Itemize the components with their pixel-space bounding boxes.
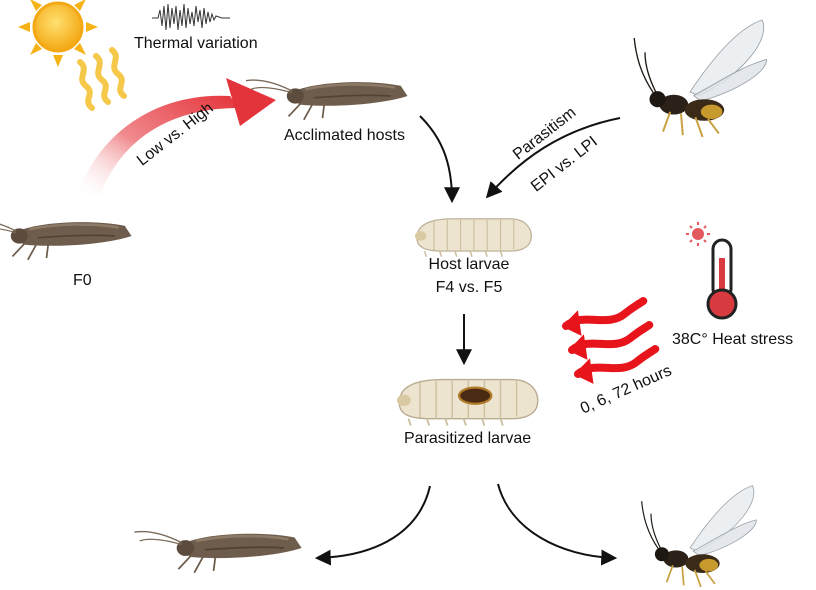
small-sun-icon [686, 222, 710, 246]
wasp-parasitoid-icon [633, 19, 768, 138]
heat-stress-label: 38C° Heat stress [672, 331, 794, 348]
f0-label: F0 [73, 272, 92, 289]
host-larvae-label: Host larvae [428, 256, 510, 273]
host-larva-icon [414, 218, 533, 258]
arrow-to-wasp [497, 483, 618, 566]
thermometer-icon [706, 238, 738, 320]
thermal-variation-label: Thermal variation [134, 35, 258, 52]
arrow-parasitism [485, 117, 621, 199]
waveform-icon [152, 3, 230, 31]
moth-emerged-icon [133, 530, 303, 574]
arrow-to-host-moth [314, 485, 431, 566]
arrow-hosts-to-larvae [419, 115, 460, 204]
wasp-emerged-icon [640, 484, 758, 588]
sun-icon [18, 0, 98, 67]
moth-f0-icon [0, 218, 133, 262]
acclimated-hosts-label: Acclimated hosts [284, 127, 405, 144]
f4-vs-f5-label: F4 vs. F5 [435, 279, 503, 296]
parasitized-larva-icon [396, 378, 539, 427]
low-high-curved-arrow [78, 78, 276, 196]
heat-waves-icon [77, 47, 127, 111]
parasitized-larvae-label: Parasitized larvae [404, 430, 532, 447]
